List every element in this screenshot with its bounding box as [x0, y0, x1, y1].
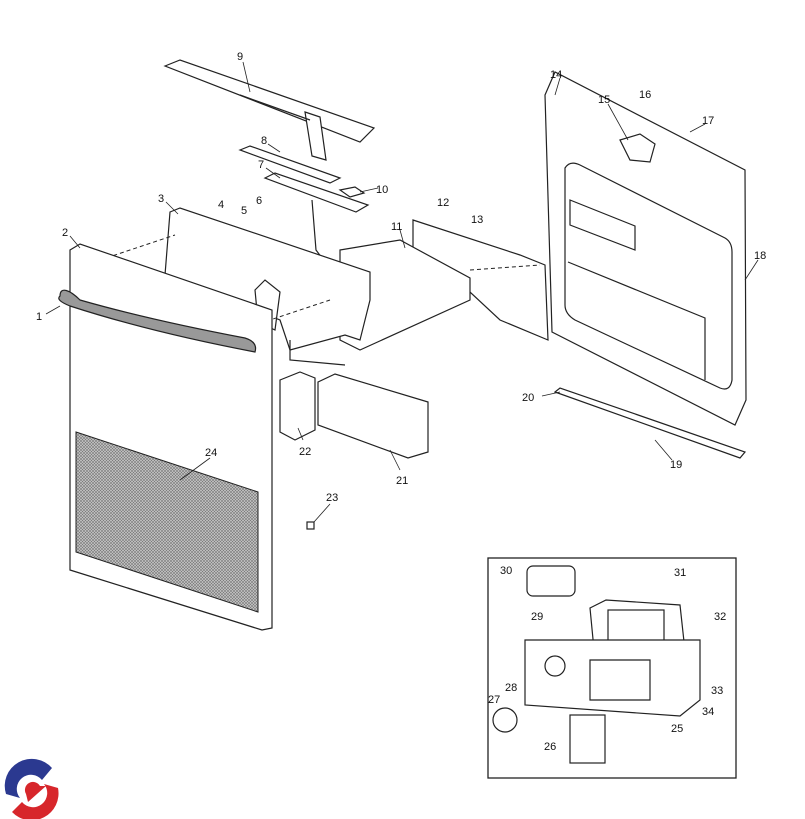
label-23: 23	[326, 492, 338, 504]
part-22-foam	[279, 371, 316, 441]
label-10: 10	[376, 184, 388, 196]
label-32: 32	[714, 611, 726, 623]
part-24-mesh-panel	[75, 431, 259, 613]
label-34: 34	[702, 706, 714, 718]
label-28: 28	[505, 682, 517, 694]
label-17: 17	[702, 115, 714, 127]
part-11-box	[339, 239, 471, 351]
label-16: 16	[639, 89, 651, 101]
part-control-console	[163, 59, 376, 161]
part-10	[338, 186, 366, 198]
part-23-clip	[306, 521, 315, 530]
label-3: 3	[158, 193, 164, 205]
brand-logo	[4, 758, 59, 819]
label-21: 21	[396, 475, 408, 487]
label-15: 15	[598, 94, 610, 106]
label-27: 27	[488, 694, 500, 706]
label-26: 26	[544, 741, 556, 753]
label-30: 30	[500, 565, 512, 577]
label-24: 24	[205, 447, 217, 459]
part-3-bracket	[164, 207, 371, 366]
part-1-handle	[58, 289, 257, 353]
part-8	[238, 145, 342, 184]
label-20: 20	[522, 392, 534, 404]
part-19-strip	[553, 387, 747, 459]
label-8: 8	[261, 135, 267, 147]
part-2-outer-door	[69, 243, 273, 631]
part-21-foam	[317, 373, 429, 459]
label-14: 14	[550, 69, 562, 81]
label-22: 22	[299, 446, 311, 458]
part-7	[263, 172, 370, 213]
label-13: 13	[471, 214, 483, 226]
label-9: 9	[237, 51, 243, 63]
label-18: 18	[754, 250, 766, 262]
label-11: 11	[391, 221, 402, 233]
label-5: 5	[241, 205, 247, 217]
label-12: 12	[437, 197, 449, 209]
label-31: 31	[674, 567, 686, 579]
ribbon-cable	[311, 199, 323, 259]
label-19: 19	[670, 459, 682, 471]
inset-dispenser	[487, 557, 737, 779]
label-29: 29	[531, 611, 543, 623]
label-1: 1	[36, 311, 42, 323]
label-2: 2	[62, 227, 68, 239]
part-labels: 1 2 3 4 5 6 7 8 9 10 11 12 13 14 15 16 1…	[36, 51, 766, 753]
label-33: 33	[711, 685, 723, 697]
label-6: 6	[256, 195, 262, 207]
leader-lines	[45, 61, 759, 523]
part-14-inner-door	[544, 71, 747, 426]
label-4: 4	[218, 199, 224, 211]
label-25: 25	[671, 723, 683, 735]
label-7: 7	[258, 159, 264, 171]
